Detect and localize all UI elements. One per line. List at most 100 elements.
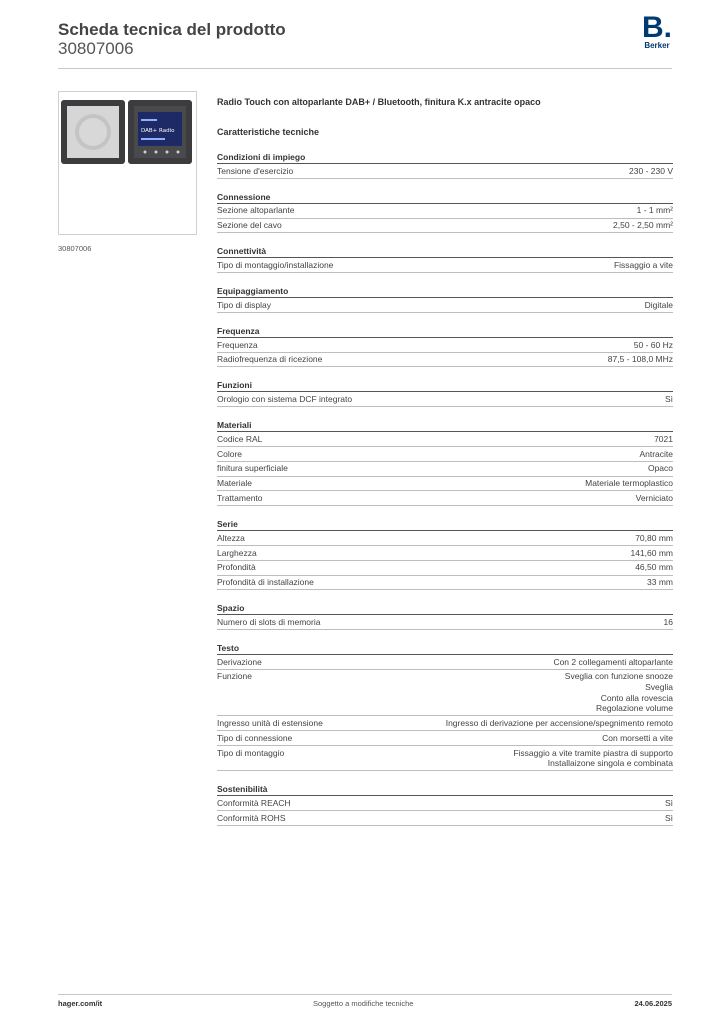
product-code: 30807006 bbox=[58, 39, 134, 58]
spec-value: Digitale bbox=[645, 300, 673, 311]
spec-value-line: 16 bbox=[663, 616, 673, 627]
product-illustration: DAB+ Radio bbox=[61, 100, 192, 164]
speaker-holes bbox=[75, 114, 111, 150]
spec-label: Numero di slots di memoria bbox=[217, 616, 321, 627]
spec-label: Tipo di display bbox=[217, 299, 272, 310]
spec-value: Fissaggio a vite tramite piastra di supp… bbox=[513, 748, 673, 769]
spec-value-line: Ingresso di derivazione per accensione/s… bbox=[445, 718, 673, 728]
spec-label: Tipo di montaggio/installazione bbox=[217, 259, 334, 270]
spec-group-title: Materiali bbox=[217, 419, 673, 433]
spec-row: Profondità di installazione 33 mm bbox=[217, 576, 673, 591]
spec-label: Profondità di installazione bbox=[217, 577, 314, 588]
spec-label: Sezione del cavo bbox=[217, 220, 282, 231]
spec-row: Ingresso unità di estensione Ingresso di … bbox=[217, 716, 673, 732]
spec-row: Codice RAL 7021 bbox=[217, 432, 673, 448]
spec-value-line: Verniciato bbox=[635, 492, 673, 503]
spec-value-line: 230 - 230 V bbox=[629, 165, 673, 176]
spec-value: 7021 bbox=[654, 434, 673, 445]
spec-value: Materiale termoplastico bbox=[585, 478, 673, 489]
spec-row: Trattamento Verniciato bbox=[217, 491, 673, 507]
page-title: Scheda tecnica del prodotto bbox=[58, 20, 286, 39]
footer-disclaimer: Soggetto a modifiche tecniche bbox=[313, 999, 414, 1008]
spec-label: Trattamento bbox=[217, 492, 263, 503]
spec-label: Frequenza bbox=[217, 339, 258, 350]
touch-key-icon bbox=[165, 150, 169, 154]
spec-value: 16 bbox=[664, 617, 673, 628]
display-bar bbox=[141, 119, 157, 121]
spec-value-line: Con morsetti a vite bbox=[602, 732, 673, 743]
spec-group-title: Funzioni bbox=[217, 379, 673, 393]
radio-display-text: DAB+ Radio bbox=[141, 128, 175, 134]
spec-value: 1 - 1 mm² bbox=[637, 205, 673, 216]
spec-value-line: Opaco bbox=[647, 463, 673, 474]
spec-value: 2,50 - 2,50 mm² bbox=[613, 220, 673, 231]
spec-value: Verniciato bbox=[636, 493, 673, 504]
spec-value-line: 33 mm bbox=[647, 577, 673, 588]
spec-value-line: Regolazione volume bbox=[595, 703, 673, 714]
spec-row: Tipo di display Digitale bbox=[217, 298, 673, 313]
spec-value-line: Sì bbox=[664, 394, 673, 405]
spec-row: Profondità 46,50 mm bbox=[217, 561, 673, 576]
display-bar bbox=[141, 138, 165, 140]
spec-label: Radiofrequenza di ricezione bbox=[217, 354, 323, 365]
spec-value: Ingresso di derivazione per accensione/s… bbox=[446, 718, 673, 729]
spec-label: Altezza bbox=[217, 532, 245, 543]
spec-row: Numero di slots di memoria 16 bbox=[217, 615, 673, 631]
spec-value-line: Fissaggio a vite bbox=[613, 259, 673, 270]
spec-value-line: 1 - 1 mm² bbox=[636, 205, 673, 216]
brand-logo: B. Berker bbox=[641, 11, 673, 51]
footer-divider bbox=[58, 994, 672, 995]
spec-value: 33 mm bbox=[647, 577, 673, 588]
spec-group-title: Serie bbox=[217, 518, 673, 532]
spec-value-line: Sveglia bbox=[645, 682, 673, 693]
spec-label: finitura superficiale bbox=[217, 463, 288, 474]
product-title: Radio Touch con altoparlante DAB+ / Blue… bbox=[217, 97, 541, 107]
spec-group-title: Testo bbox=[217, 642, 673, 656]
spec-group-title: Connessione bbox=[217, 191, 673, 204]
spec-label: Larghezza bbox=[217, 547, 257, 558]
brand-logo-letter: B. bbox=[642, 11, 672, 44]
spec-value-line: 2,50 - 2,50 mm² bbox=[613, 220, 673, 231]
spec-value-line: 46,50 mm bbox=[635, 562, 673, 573]
spec-value-line: Digitale bbox=[644, 299, 673, 310]
spec-row: Tensione d'esercizio 230 - 230 V bbox=[217, 164, 673, 179]
spec-value: Sì bbox=[665, 798, 673, 809]
spec-label: Funzione bbox=[217, 671, 252, 682]
spec-value-line: Conto alla rovescia bbox=[600, 692, 673, 703]
touch-key-icon bbox=[176, 150, 180, 154]
spec-row: Tipo di montaggio/installazione Fissaggio… bbox=[217, 258, 673, 274]
spec-group-title: Condizioni di impiego bbox=[217, 151, 673, 164]
spec-group-title: Frequenza bbox=[217, 325, 673, 338]
radio-touch-keys bbox=[143, 150, 180, 154]
spec-label: Tipo di connessione bbox=[217, 732, 293, 743]
spec-label: Codice RAL bbox=[217, 433, 263, 444]
spec-label: Tensione d'esercizio bbox=[217, 165, 294, 176]
spec-heading: Caratteristiche tecniche bbox=[217, 127, 320, 137]
touch-key-icon bbox=[143, 150, 147, 154]
spec-label: Ingresso unità di estensione bbox=[217, 718, 323, 728]
spec-row: Tipo di connessione Con morsetti a vite bbox=[217, 731, 673, 746]
spec-value-line: Con 2 collegamenti altoparlante bbox=[553, 656, 673, 667]
spec-label: Colore bbox=[217, 448, 243, 459]
spec-value: Opaco bbox=[648, 463, 673, 474]
spec-value-line: Sì bbox=[664, 812, 673, 823]
spec-row: Sezione del cavo 2,50 - 2,50 mm² bbox=[217, 219, 673, 234]
spec-label: Profondità bbox=[217, 562, 256, 573]
spec-value: 230 - 230 V bbox=[629, 166, 673, 177]
